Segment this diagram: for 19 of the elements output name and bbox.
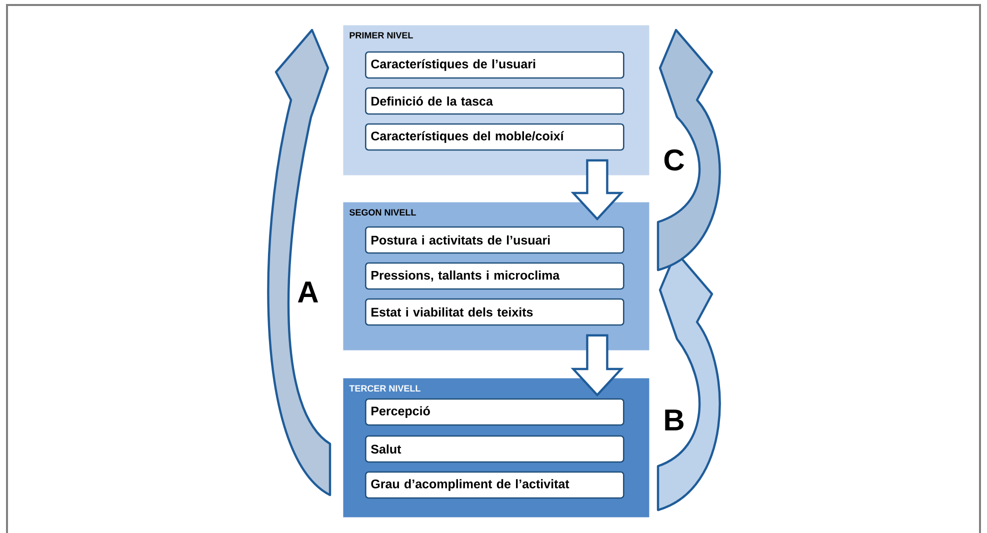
edge-label: B [665, 410, 684, 430]
item-box: Grau d’acompliment de l’activitat [365, 471, 624, 499]
curved-arrow [267, 28, 332, 496]
item-box: Pressions, tallants i microclima [365, 262, 624, 290]
panel-heading: SEGON NIVELL [349, 209, 416, 216]
item-box: Característiques de l’usuari [365, 51, 624, 79]
panel-heading: TERCER NIVELL [349, 385, 420, 392]
item-box: Postura i activitats de l’usuari [365, 226, 624, 254]
item-box: Definició de la tasca [365, 87, 624, 115]
item-box: Percepció [365, 398, 624, 426]
item-box: Salut [365, 435, 624, 463]
edge-label: C [664, 149, 684, 171]
block-arrow [570, 334, 624, 397]
item-box: Característiques del moble/coixí [365, 123, 624, 151]
block-arrow [570, 159, 624, 221]
edge-label: A [298, 282, 318, 302]
curved-arrow [656, 28, 721, 272]
item-box: Estat i viabilitat dels teixits [365, 298, 624, 326]
panel-heading: PRIMER NIVEL [350, 32, 413, 38]
